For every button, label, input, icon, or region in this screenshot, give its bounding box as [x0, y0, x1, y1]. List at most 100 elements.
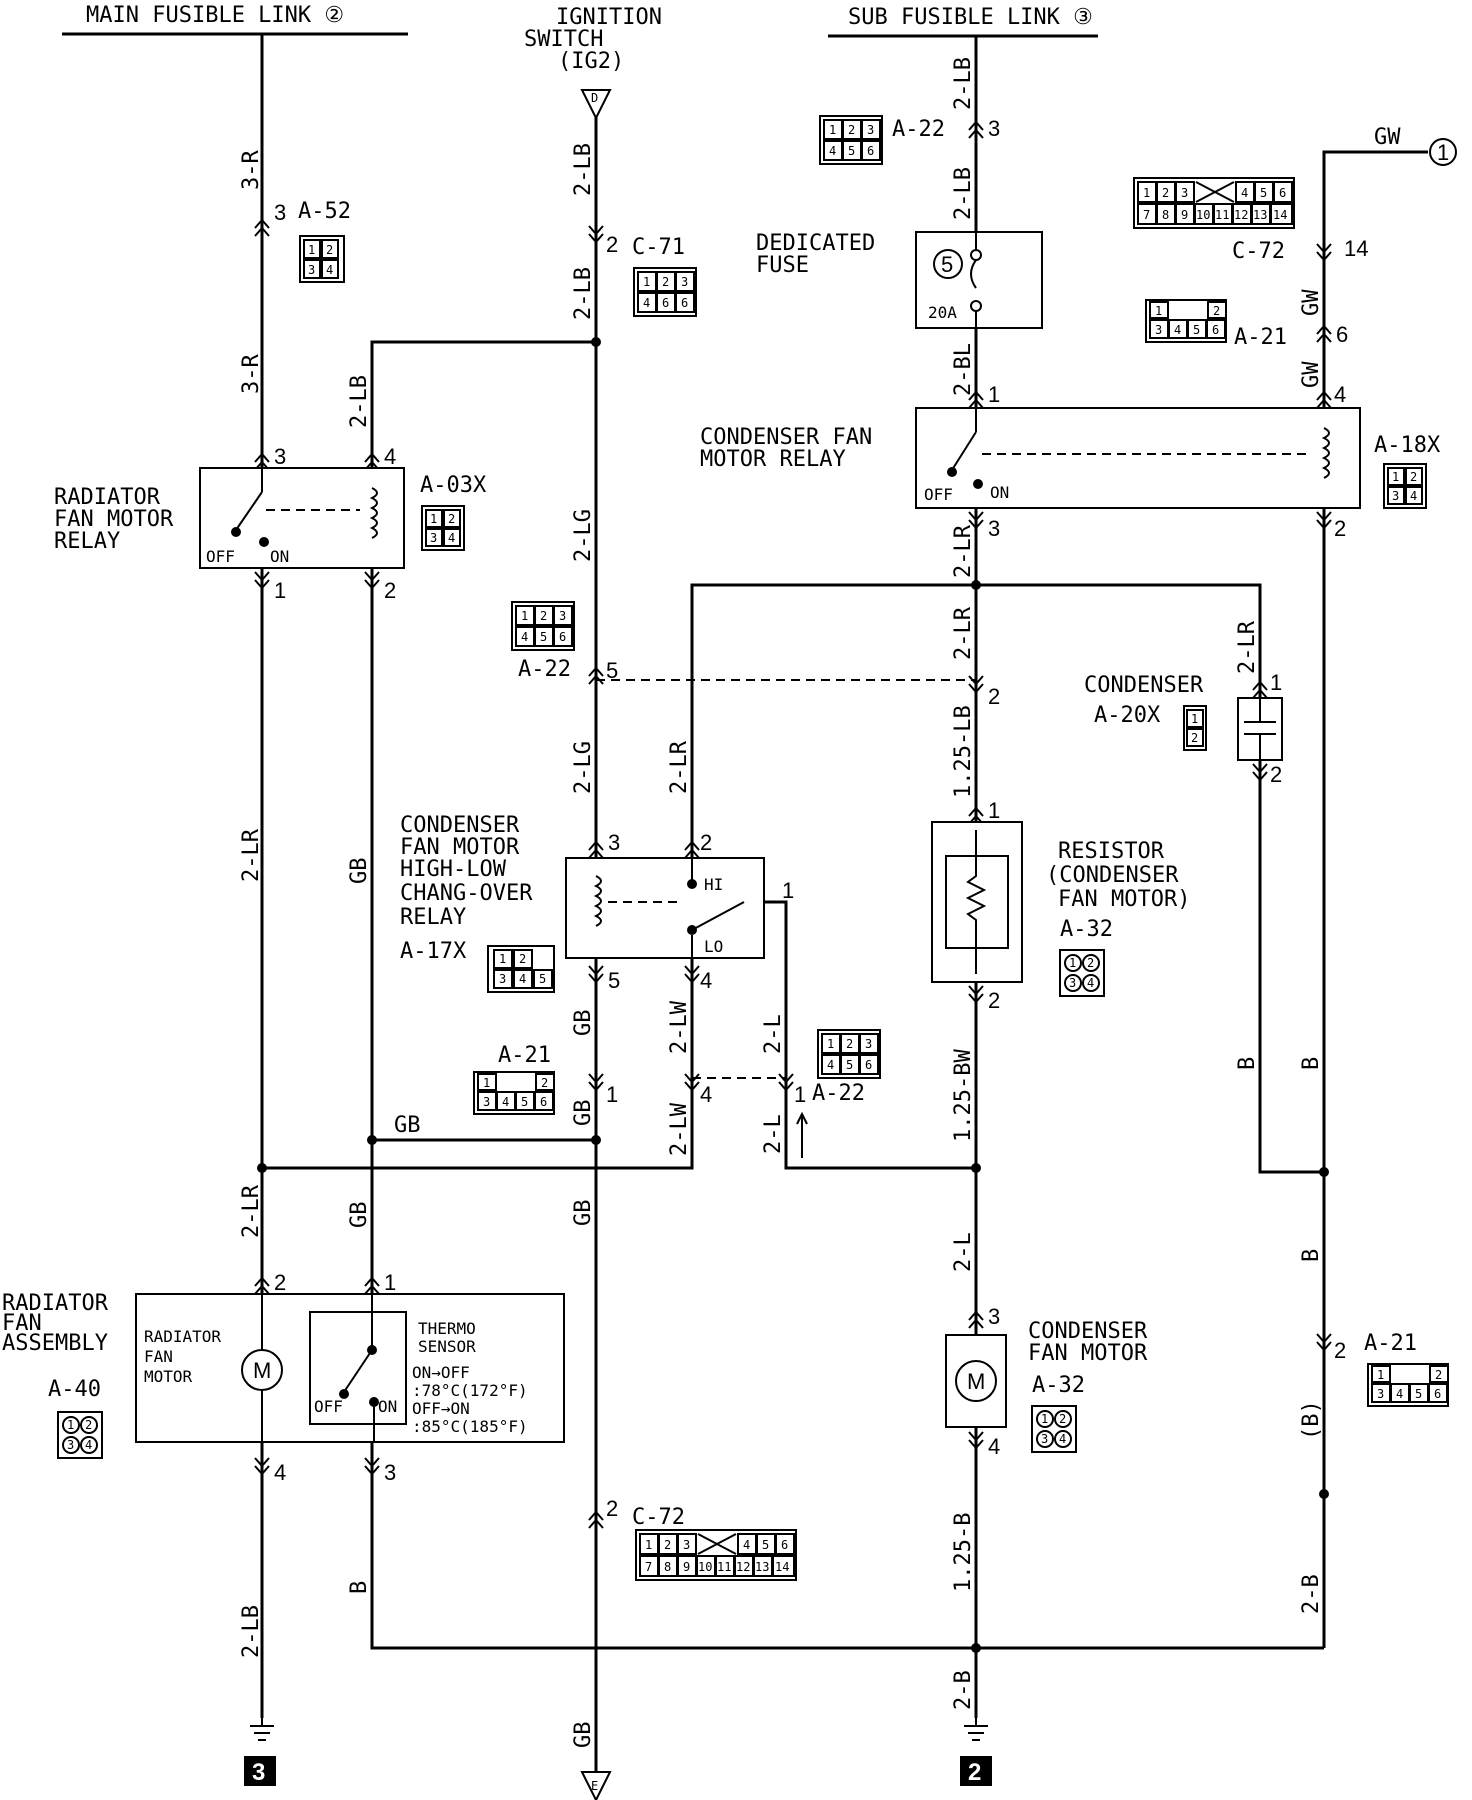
connector-id-c72-top: C-72 [1232, 239, 1285, 264]
svg-text:10: 10 [698, 1560, 712, 1574]
svg-text:6: 6 [867, 144, 874, 158]
svg-text:1: 1 [521, 609, 528, 623]
svg-text:1: 1 [988, 382, 1000, 407]
connector-id-a22-mid: A-22 [518, 657, 571, 682]
condenser-relay-title-1: CONDENSER FAN [700, 425, 872, 450]
svg-text:2: 2 [1162, 186, 1169, 200]
connector-face-a40: 1 2 3 4 [57, 1411, 103, 1459]
svg-text:1: 1 [794, 1082, 806, 1107]
radiator-relay-connector-id: A-03X [420, 473, 487, 498]
svg-text:5: 5 [540, 630, 547, 644]
svg-text:5: 5 [1415, 1387, 1422, 1401]
connector-id-a22-low: A-22 [812, 1081, 865, 1106]
svg-text:12: 12 [736, 1560, 750, 1574]
radiator-relay-title-1: RADIATOR [54, 485, 161, 510]
svg-text:3: 3 [867, 123, 874, 137]
svg-text:3: 3 [1377, 1387, 1384, 1401]
svg-text:4: 4 [1241, 186, 1248, 200]
svg-text:11: 11 [1215, 208, 1229, 222]
svg-text:2: 2 [85, 1418, 92, 1432]
thermo-spec-4: :85°C(185°F) [412, 1417, 528, 1436]
svg-text:8: 8 [664, 1560, 671, 1574]
svg-text:2-LR: 2-LR [239, 1184, 264, 1238]
svg-text:4: 4 [521, 630, 528, 644]
svg-text:14: 14 [775, 1560, 789, 1574]
svg-text:1: 1 [782, 878, 794, 903]
svg-text:2: 2 [1270, 762, 1282, 787]
svg-text:GB: GB [571, 1722, 596, 1749]
svg-text:2-LG: 2-LG [571, 741, 596, 794]
svg-text:2: 2 [606, 1496, 618, 1521]
wire-gw [1322, 150, 1428, 408]
reference-circle [1429, 138, 1457, 166]
svg-text:6: 6 [865, 1058, 872, 1072]
svg-text:B: B [1299, 1249, 1324, 1262]
svg-text:4: 4 [643, 296, 650, 310]
svg-text:10: 10 [1196, 208, 1210, 222]
svg-text:3: 3 [274, 444, 286, 469]
svg-text:4: 4 [274, 1460, 286, 1485]
connector-id-a52: A-52 [298, 199, 351, 224]
condenser-motor-title-1: CONDENSER [1028, 1319, 1148, 1344]
condenser-relay-switch [947, 408, 1330, 489]
hilo-relay-connector-id: A-17X [400, 939, 467, 964]
terminal-e-label: E [591, 1779, 598, 1793]
condenser-relay-connector-id: A-18X [1374, 433, 1441, 458]
svg-text:2-BL: 2-BL [951, 343, 976, 396]
svg-text:1: 1 [308, 243, 315, 257]
svg-text:2-LR: 2-LR [951, 524, 976, 578]
svg-text:14: 14 [1344, 236, 1368, 261]
svg-text:7: 7 [645, 1560, 652, 1574]
pin-numbers: 3 3 1 4 2 2 5 3 5 1 2 2 4 4 1 1 3 1 3 2 … [274, 116, 1368, 1521]
radiator-assembly-connector-id: A-40 [48, 1377, 101, 1402]
svg-text:1: 1 [645, 1538, 652, 1552]
wire-label-gb-horizontal: GB [394, 1113, 421, 1138]
svg-text:4: 4 [1174, 323, 1181, 337]
svg-text:GW: GW [1299, 289, 1324, 316]
radiator-motor-symbol: M [253, 1358, 271, 1383]
svg-text:2-LR: 2-LR [951, 606, 976, 660]
svg-text:3: 3 [681, 275, 688, 289]
radiator-motor-title-3: MOTOR [144, 1367, 193, 1386]
svg-text:9: 9 [683, 1560, 690, 1574]
hilo-relay-lo: LO [704, 937, 723, 956]
condenser-connector-id: A-20X [1094, 703, 1161, 728]
reference-number: 1 [1437, 140, 1449, 165]
svg-text:1: 1 [384, 1270, 396, 1295]
wire-2lr-loop [262, 583, 1262, 1170]
svg-text:13: 13 [755, 1560, 769, 1574]
svg-text:B: B [347, 1581, 372, 1594]
svg-text:5: 5 [539, 972, 546, 986]
connector-face-c71: 1 2 3 4 6 6 [633, 267, 697, 317]
wire-condenser-b [1258, 760, 1324, 1174]
connector-face-a32-motor: 1 2 3 4 [1031, 1405, 1077, 1453]
svg-text:9: 9 [1181, 208, 1188, 222]
svg-text:4: 4 [1396, 1387, 1403, 1401]
svg-text:1: 1 [1392, 470, 1399, 484]
svg-text:B: B [1299, 1057, 1324, 1070]
thermo-on: ON [378, 1397, 397, 1416]
ground-number-right: 2 [968, 1759, 981, 1786]
connector-id-a21-mid: A-21 [498, 1043, 551, 1068]
svg-text:4: 4 [988, 1434, 1000, 1459]
hilo-relay-hi: HI [704, 875, 723, 894]
ground-symbol-right [964, 1718, 988, 1741]
svg-text:5: 5 [848, 144, 855, 158]
dedicated-fuse-title-1: DEDICATED [756, 231, 875, 256]
connector-face-a03x: 1 2 3 4 [421, 505, 465, 551]
svg-text:4: 4 [326, 263, 333, 277]
svg-text:2: 2 [1435, 1368, 1442, 1382]
svg-text:2: 2 [541, 1076, 548, 1090]
svg-text:2-LW: 2-LW [667, 1102, 692, 1156]
svg-text:8: 8 [1162, 208, 1169, 222]
hilo-relay-internals [593, 858, 745, 958]
svg-text:5: 5 [846, 1058, 853, 1072]
thermo-spec-3: OFF→ON [412, 1399, 470, 1418]
svg-text:2: 2 [1213, 304, 1220, 318]
svg-text:1: 1 [274, 578, 286, 603]
svg-text:11: 11 [717, 1560, 731, 1574]
radiator-motor-title-2: FAN [144, 1347, 173, 1366]
connector-face-a52: 1 2 3 4 [299, 235, 345, 283]
svg-text:3: 3 [1181, 186, 1188, 200]
condenser-capacitor [1244, 698, 1276, 760]
